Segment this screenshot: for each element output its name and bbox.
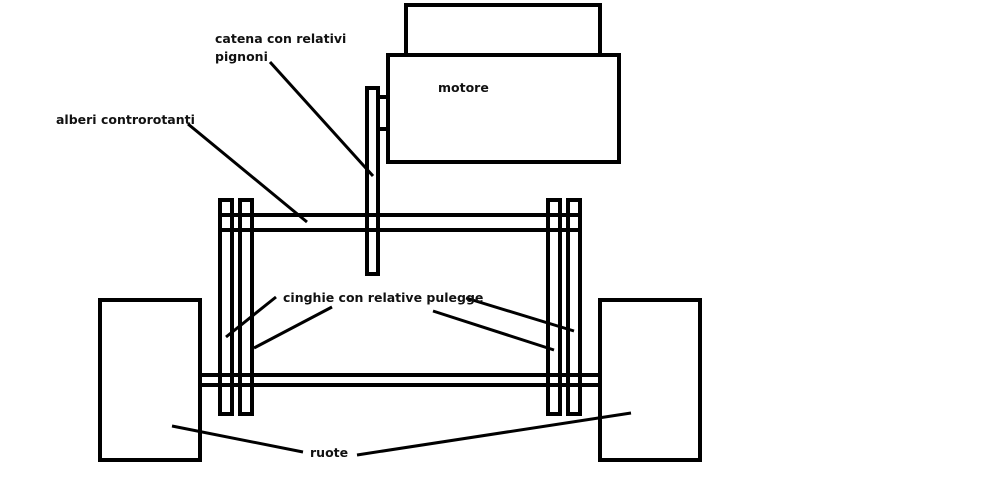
left-belt-outer (218, 198, 234, 416)
shafts-label: alberi controrotanti (56, 112, 195, 127)
belts-label: cinghie con relative pulegge (283, 290, 483, 305)
belts-leader-line-1 (225, 295, 277, 339)
right-belt-inner (546, 198, 562, 416)
wheels-leader-line-left (171, 424, 304, 454)
motor-label: motore (438, 80, 489, 95)
belts-leader-line-4 (432, 309, 555, 352)
wheels-leader-line-right (356, 411, 632, 457)
belts-leader-line-2 (253, 305, 333, 350)
chain-label-line-2: pignoni (215, 49, 268, 64)
motor-body (386, 53, 621, 164)
belts-leader-line-3 (465, 296, 575, 333)
right-wheel (598, 298, 702, 462)
chain-label-line-1: catena con relativi (215, 31, 346, 46)
left-wheel (98, 298, 202, 462)
shafts-leader-line (187, 122, 308, 224)
left-belt-inner (238, 198, 254, 416)
right-belt-outer (566, 198, 582, 416)
chain-sprocket (365, 86, 380, 276)
motor-top-block (404, 3, 602, 57)
chain-leader-line (268, 60, 375, 178)
wheels-label: ruote (310, 445, 348, 460)
